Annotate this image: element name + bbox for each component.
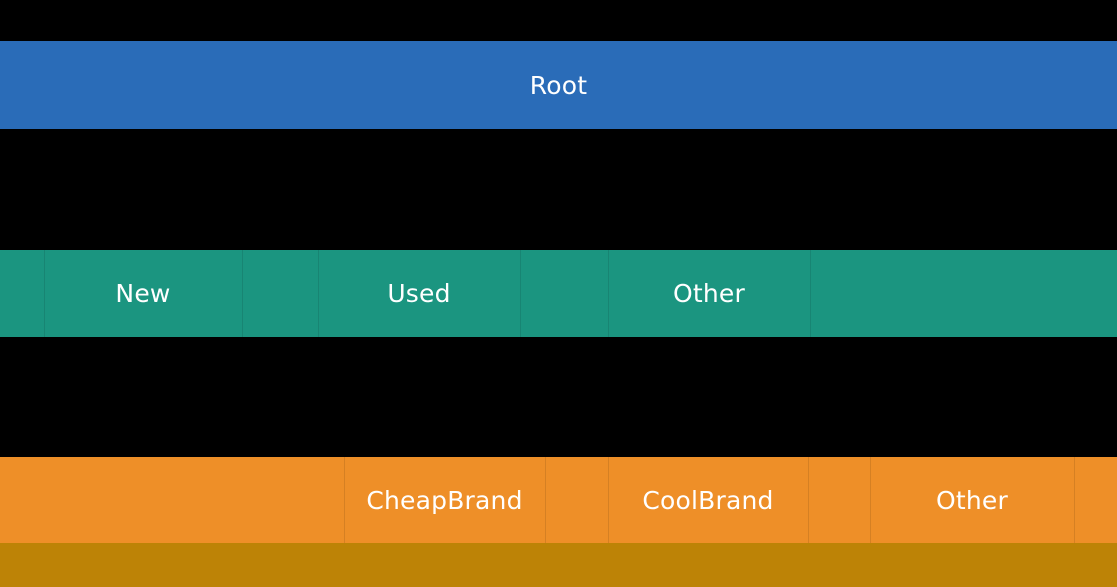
chart-node-other[interactable]: Other — [870, 457, 1074, 543]
chart-node-new[interactable]: New — [44, 250, 242, 337]
node-seam — [344, 457, 345, 543]
node-seam — [242, 250, 243, 337]
node-seam — [810, 250, 811, 337]
chart-node-used[interactable]: Used — [318, 250, 520, 337]
chart-node-cheapbrand[interactable]: CheapBrand — [344, 457, 545, 543]
chart-node-coolbrand[interactable]: CoolBrand — [608, 457, 808, 543]
chart-node-label: Root — [529, 70, 588, 100]
chart-node-unlabeled[interactable] — [808, 457, 870, 543]
chart-node-unlabeled[interactable] — [810, 250, 1117, 337]
node-seam — [318, 250, 319, 337]
chart-node-unlabeled[interactable] — [0, 457, 344, 543]
chart-node-unlabeled[interactable] — [0, 250, 44, 337]
chart-node-label: Used — [387, 279, 451, 308]
chart-node-root[interactable]: Root — [0, 41, 1117, 129]
chart-node-unlabeled[interactable] — [0, 543, 1117, 587]
chart-node-unlabeled[interactable] — [1074, 457, 1117, 543]
node-seam — [44, 250, 45, 337]
chart-node-label: New — [115, 279, 171, 308]
node-seam — [1074, 457, 1075, 543]
chart-node-label: CoolBrand — [642, 485, 774, 515]
chart-level-1: New Used Other — [0, 250, 1117, 337]
chart-level-3 — [0, 543, 1117, 587]
node-seam — [520, 250, 521, 337]
chart-level-0: Root — [0, 41, 1117, 129]
chart-node-unlabeled[interactable] — [545, 457, 608, 543]
chart-level-2: CheapBrand CoolBrand Other — [0, 457, 1117, 543]
node-seam — [545, 457, 546, 543]
chart-node-unlabeled[interactable] — [520, 250, 608, 337]
node-seam — [608, 250, 609, 337]
node-seam — [608, 457, 609, 543]
node-seam — [808, 457, 809, 543]
chart-node-other[interactable]: Other — [608, 250, 810, 337]
node-seam — [870, 457, 871, 543]
chart-node-unlabeled[interactable] — [242, 250, 318, 337]
chart-node-label: CheapBrand — [366, 485, 523, 515]
chart-node-label: Other — [673, 279, 745, 308]
chart-node-label: Other — [936, 485, 1008, 515]
